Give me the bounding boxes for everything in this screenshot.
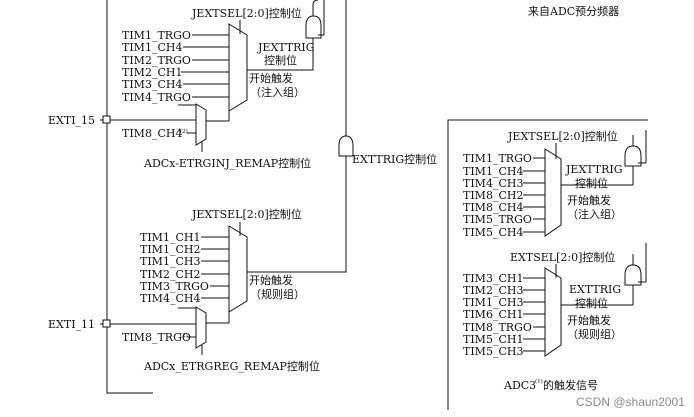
input-label: TIM8_CH2 xyxy=(463,189,523,202)
exttrig-to-mux-line xyxy=(247,156,347,273)
tim8-trgo-label: TIM8_TRGO xyxy=(122,331,191,344)
and-to-mux-line xyxy=(247,38,314,71)
exti11-label: EXTI_11 xyxy=(48,318,95,331)
input-label: TIM1_CH3 xyxy=(463,296,523,309)
adc3-injected-group: （注入组） xyxy=(567,207,622,221)
exti15-pin xyxy=(102,115,111,124)
input-label: TIM2_CH1 xyxy=(122,66,182,79)
regremap-label: ADCx_ETRGREG_REMAP控制位 xyxy=(143,359,320,373)
injected-mux-group: JEXTSEL[2:0]控制位 TIM1_TRGO TIM1_CH4 TIM2_… xyxy=(122,0,325,112)
adc3-start-trigger: 开始触发 xyxy=(567,193,611,207)
input-label: TIM3_CH1 xyxy=(463,272,523,285)
exttrig-gate-group: EXTTRIG控制位 xyxy=(247,0,437,273)
start-trigger-label: 开始触发 xyxy=(249,71,293,85)
exttrig-and-gate xyxy=(338,135,354,157)
adc-prescaler-caption: 来自ADC预分频器 xyxy=(528,4,619,18)
input-label: TIM6_CH1 xyxy=(463,308,523,321)
footnote-2: (2) xyxy=(180,128,188,135)
regular-mux xyxy=(228,225,248,313)
jexttrig-and-gate xyxy=(305,15,322,39)
and-gate-top-feed xyxy=(312,0,319,16)
left-vertical-bus xyxy=(106,0,153,394)
regular-inputs: TIM1_CH1 TIM1_CH2 TIM1_CH3 TIM2_CH2 TIM3… xyxy=(140,231,229,305)
input-label: TIM8_CH4 xyxy=(463,201,523,214)
input-label: TIM1_TRGO xyxy=(122,29,191,42)
adc3-jexttrig-gate xyxy=(624,145,642,167)
regular-remap-mux-group: EXTI_11 TIM8_TRGO (2) ADCx_ETRGREG_REMAP… xyxy=(48,306,320,373)
exti11-pin xyxy=(102,319,111,328)
adc3-exttrig-gate xyxy=(624,264,642,286)
jexttrig-ctrl-label: 控制位 xyxy=(264,53,297,67)
adc3-regular-inputs: TIM3_CH1 TIM2_CH3 TIM1_CH3 TIM6_CH1 TIM8… xyxy=(463,272,545,358)
input-label: TIM4_TRGO xyxy=(122,91,191,104)
start-trigger-regular-label: 开始触发 xyxy=(249,273,293,287)
tim8-ch4-label: TIM8_CH4 xyxy=(122,127,182,140)
adc3-exttrig-ctrl: 控制位 xyxy=(575,296,608,310)
input-label: TIM1_TRGO xyxy=(463,152,532,165)
input-label: TIM5_CH1 xyxy=(463,333,523,346)
input-label: TIM4_CH4 xyxy=(140,292,200,305)
adc3-jexttrig-label: JEXTTRIG xyxy=(565,163,623,176)
input-label: TIM1_CH2 xyxy=(140,243,200,256)
injected-mux xyxy=(228,23,248,112)
regular-mux-group: JEXTSEL[2:0]控制位 TIM1_CH1 TIM1_CH2 TIM1_C… xyxy=(140,207,305,313)
adc3-jexttrig-ctrl: 控制位 xyxy=(575,176,608,190)
input-label: TIM3_CH4 xyxy=(122,78,182,91)
exti15-label: EXTI_15 xyxy=(48,114,95,127)
injected-group-label: （注入组） xyxy=(250,85,305,99)
input-label: TIM1_CH3 xyxy=(140,255,200,268)
input-label: TIM5_CH4 xyxy=(463,226,523,239)
footnote-2: (2) xyxy=(180,332,188,339)
adc3-exttrig-label: EXTTRIG xyxy=(569,283,621,296)
adc3-extsel-label: EXTSEL[2:0]控制位 xyxy=(510,250,615,264)
adc3-frame xyxy=(447,119,648,410)
jremap-label: ADCx-ETRGINJ_REMAP控制位 xyxy=(143,156,311,170)
injected-inputs: TIM1_TRGO TIM1_CH4 TIM2_TRGO TIM2_CH1 TI… xyxy=(122,29,229,104)
adc3-panel: JEXTSEL[2:0]控制位 TIM1_TRGO TIM1_CH4 TIM4_… xyxy=(447,119,648,410)
exttrig-ctrl-label: EXTTRIG控制位 xyxy=(352,152,437,166)
adc3-injected-mux xyxy=(544,148,562,237)
jextsel-label: JEXTSEL[2:0]控制位 xyxy=(191,6,302,20)
adc3-caption: ADC3 xyxy=(503,379,536,392)
input-label: TIM2_TRGO xyxy=(122,54,191,67)
regular-group-label: （规则组） xyxy=(250,287,305,301)
input-label: TIM1_CH1 xyxy=(140,231,200,244)
input-label: TIM3_TRGO xyxy=(140,280,209,293)
input-label: TIM5_TRGO xyxy=(463,213,532,226)
injected-remap-mux-group: EXTI_15 TIM8_CH4 (2) ADCx-ETRGINJ_REMAP控… xyxy=(48,103,311,170)
adc3-regular-start: 开始触发 xyxy=(567,313,611,327)
input-label: TIM1_CH4 xyxy=(122,41,182,54)
adc3-regular-group: （规则组） xyxy=(567,327,622,341)
input-label: TIM5_CH3 xyxy=(463,345,523,358)
jexttrig-label: JEXTTRIG xyxy=(257,41,315,54)
csdn-watermark: CSDN @shaun2001 xyxy=(576,395,685,409)
regular-remap-mux xyxy=(195,306,207,349)
footnote-1: (1) xyxy=(535,378,543,385)
input-label: TIM4_CH3 xyxy=(463,177,523,190)
input-label: TIM2_CH2 xyxy=(140,268,200,281)
jextsel-regular-label: JEXTSEL[2:0]控制位 xyxy=(191,207,302,221)
input-label: TIM8_TRGO xyxy=(463,321,532,334)
adc3-jextsel-label: JEXTSEL[2:0]控制位 xyxy=(507,129,618,143)
adc3-regular-mux xyxy=(544,267,562,357)
adc3-caption-suffix: 的触发信号 xyxy=(543,378,598,392)
input-label: TIM2_CH3 xyxy=(463,284,523,297)
injected-remap-mux xyxy=(195,103,207,146)
adc3-injected-inputs: TIM1_TRGO TIM1_CH4 TIM4_CH3 TIM8_CH2 TIM… xyxy=(463,152,545,239)
input-label: TIM1_CH4 xyxy=(463,165,523,178)
